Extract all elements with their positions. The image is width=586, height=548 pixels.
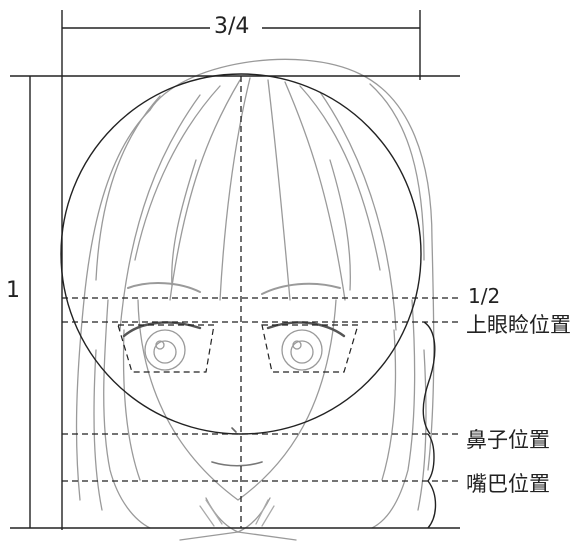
upper-eyelid-label: 上眼睑位置 bbox=[466, 313, 571, 337]
half-line-label: 1/2 bbox=[468, 284, 501, 308]
dashed-guides bbox=[62, 76, 462, 528]
bracket-nose-to-mouth bbox=[427, 433, 435, 482]
measurement-lines bbox=[10, 10, 460, 530]
proportion-brackets bbox=[422, 321, 437, 529]
cranium-circle bbox=[60, 73, 422, 435]
mouth-position-label: 嘴巴位置 bbox=[466, 472, 550, 496]
width-ratio-label: 3/4 bbox=[214, 14, 250, 39]
left-eye-box bbox=[117, 324, 215, 373]
nose-position-label: 鼻子位置 bbox=[466, 428, 550, 452]
right-eye-box bbox=[261, 324, 359, 373]
bracket-mouth-to-chin bbox=[427, 480, 437, 529]
anime-girl-sketch bbox=[75, 58, 435, 541]
bracket-eyelid-to-nose bbox=[422, 321, 436, 435]
height-ratio-label: 1 bbox=[6, 278, 20, 303]
